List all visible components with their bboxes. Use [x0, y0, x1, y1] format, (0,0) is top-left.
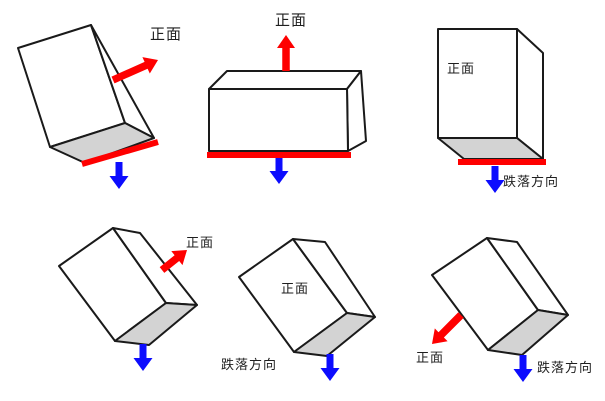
- box-corner-drop-front-up-diagram: [58, 227, 198, 371]
- box-upright-drop-diagram: [437, 28, 546, 193]
- front-face-label: 正面: [150, 25, 183, 43]
- front-direction-arrow-icon: [111, 57, 158, 84]
- box-side-face: [516, 28, 544, 160]
- drop-direction-arrow-icon: [485, 166, 505, 193]
- front-face-label: 正面: [416, 351, 445, 366]
- front-face-label: 正面: [186, 236, 215, 251]
- box-bottom-face: [487, 309, 569, 356]
- impact-edge-line: [81, 139, 159, 167]
- front-face-label: 正面: [275, 11, 308, 29]
- box-corner-drop-front-visible-diagram: [238, 238, 376, 381]
- drop-direction-arrow-icon: [320, 354, 340, 381]
- front-direction-arrow-icon: [432, 312, 464, 344]
- drop-direction-label: 跌落方向: [221, 358, 278, 373]
- box-edge-drop-diagram: [17, 24, 159, 189]
- box-bottom-face: [49, 122, 155, 164]
- drop-direction-arrow-icon: [109, 162, 129, 189]
- box-front-face: [437, 28, 518, 139]
- front-direction-arrow-icon: [159, 250, 187, 273]
- front-face-label: 正面: [447, 62, 476, 77]
- drop-direction-arrow-icon: [513, 355, 533, 382]
- drop-direction-arrow-icon: [133, 344, 153, 371]
- drop-direction-arrow-icon: [269, 157, 289, 184]
- box-flat-drop-diagram: [207, 35, 367, 184]
- drop-direction-label: 跌落方向: [537, 361, 594, 376]
- box-front-face: [208, 88, 349, 152]
- box-corner-drop-front-down-diagram: [431, 237, 569, 382]
- front-face-label: 正面: [281, 282, 310, 297]
- box-bottom-face: [293, 312, 376, 357]
- front-direction-arrow-icon: [277, 35, 295, 71]
- box-bottom-face: [114, 302, 198, 346]
- drop-direction-label: 跌落方向: [503, 175, 560, 190]
- box-top-face: [208, 70, 362, 90]
